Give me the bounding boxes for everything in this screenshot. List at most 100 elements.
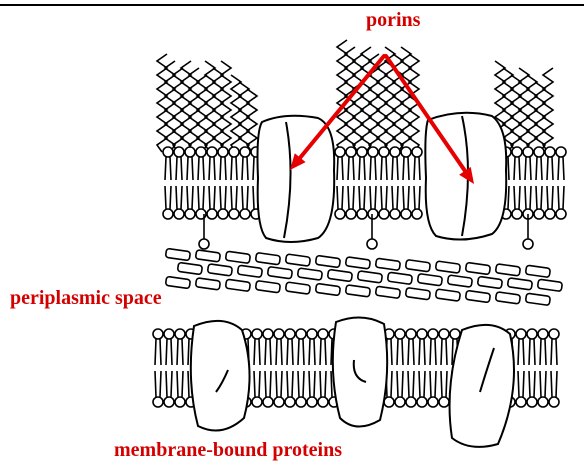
lipid-head-top: [229, 147, 239, 157]
lipid-tail-bottom: [419, 371, 425, 397]
lipid-tail-bottom: [441, 371, 447, 397]
lipid-head-top: [534, 147, 544, 157]
lipid-tail-bottom: [536, 186, 542, 209]
lipid-head-bottom: [412, 209, 422, 219]
lipid-tail-top: [165, 157, 171, 180]
lipid-head-bottom: [218, 209, 228, 219]
lipid-head-top: [512, 147, 522, 157]
lipid-head-bottom: [263, 397, 273, 407]
lipid-head-bottom: [163, 209, 173, 219]
membrane-protein: [333, 317, 387, 426]
lipid-head-top: [428, 329, 438, 339]
lipid-head-bottom: [307, 397, 317, 407]
peptidoglycan-tile: [345, 257, 370, 269]
peptidoglycan-tile: [537, 279, 562, 291]
peptidoglycan-tile: [327, 269, 352, 281]
peptidoglycan-tile: [255, 281, 280, 293]
lipid-tail-bottom: [514, 186, 520, 209]
peptidoglycan-tile: [195, 278, 220, 290]
lipid-tail-bottom: [430, 371, 436, 397]
lipid-head-top: [174, 147, 184, 157]
lipid-head-top: [240, 147, 250, 157]
lipid-head-bottom: [229, 209, 239, 219]
anchor-head: [523, 239, 533, 249]
lipid-tail-top: [558, 157, 564, 180]
lipid-head-top: [538, 329, 548, 339]
lipid-head-top: [556, 147, 566, 157]
lipid-tail-top: [381, 157, 387, 180]
membrane-protein: [191, 321, 250, 431]
lipid-tail-top: [403, 157, 409, 180]
lipid-head-bottom: [390, 209, 400, 219]
lipid-head-top: [196, 147, 206, 157]
lipid-tail-bottom: [348, 186, 354, 209]
lipid-head-bottom: [439, 397, 449, 407]
lipid-head-bottom: [207, 209, 217, 219]
lipid-head-bottom: [346, 209, 356, 219]
lipid-tail-bottom: [298, 371, 304, 397]
lipid-head-top: [185, 147, 195, 157]
lps-chain: [247, 89, 257, 152]
peptidoglycan-tile: [417, 274, 442, 286]
peptidoglycan-tile: [495, 264, 520, 276]
lipid-head-top: [417, 329, 427, 339]
lipid-tail-bottom: [155, 371, 161, 397]
lipid-head-top: [439, 329, 449, 339]
lipid-head-bottom: [185, 209, 195, 219]
peptidoglycan-layer: [165, 248, 562, 305]
peptidoglycan-tile: [255, 253, 280, 265]
lipid-tail-top: [392, 157, 398, 180]
porin: [258, 116, 335, 242]
lipid-tail-top: [320, 339, 326, 365]
peptidoglycan-tile: [345, 285, 370, 297]
lipid-head-bottom: [395, 397, 405, 407]
lps-chain: [511, 75, 521, 152]
lipid-head-bottom: [549, 397, 559, 407]
lipid-head-bottom: [556, 209, 566, 219]
peptidoglycan-tile: [375, 286, 400, 298]
lipid-head-bottom: [417, 397, 427, 407]
lipid-tail-top: [187, 157, 193, 180]
lipid-head-bottom: [296, 397, 306, 407]
lipid-head-bottom: [401, 209, 411, 219]
membrane-bound-proteins-label: membrane-bound proteins: [114, 438, 342, 462]
lipid-tail-top: [177, 339, 183, 365]
lipid-tail-bottom: [254, 371, 260, 397]
lipid-head-top: [175, 329, 185, 339]
lipid-tail-top: [166, 339, 172, 365]
lipid-head-bottom: [174, 209, 184, 219]
peptidoglycan-tile: [225, 279, 250, 291]
peptidoglycan-tile: [297, 268, 322, 280]
lipid-head-top: [346, 147, 356, 157]
lipid-head-bottom: [335, 209, 345, 219]
lipid-tail-bottom: [177, 371, 183, 397]
lipid-tail-bottom: [525, 186, 531, 209]
anchor-head: [367, 239, 377, 249]
lipid-tail-top: [348, 157, 354, 180]
lipid-tail-bottom: [414, 186, 420, 209]
peptidoglycan-tile: [465, 290, 490, 302]
lipid-tail-top: [529, 339, 535, 365]
peptidoglycan-tile: [477, 276, 502, 288]
lipid-tail-top: [298, 339, 304, 365]
lipid-tail-bottom: [337, 186, 343, 209]
lipid-head-bottom: [534, 209, 544, 219]
lipid-head-bottom: [406, 397, 416, 407]
peptidoglycan-tile: [495, 292, 520, 304]
lipid-head-bottom: [516, 397, 526, 407]
lipid-head-top: [406, 329, 416, 339]
lps-chain: [527, 75, 537, 152]
lipid-tail-top: [309, 339, 315, 365]
lipid-tail-bottom: [547, 186, 553, 209]
lipid-tail-top: [540, 339, 546, 365]
lipid-tail-top: [397, 339, 403, 365]
lipid-tail-bottom: [540, 371, 546, 397]
porins-label: porins: [366, 8, 420, 32]
lipid-head-bottom: [164, 397, 174, 407]
peptidoglycan-tile: [315, 283, 340, 295]
lipid-tail-top: [514, 157, 520, 180]
peptidoglycan-tile: [207, 264, 232, 276]
lipid-tail-top: [408, 339, 414, 365]
lipid-head-bottom: [512, 209, 522, 219]
lipid-head-top: [549, 329, 559, 339]
